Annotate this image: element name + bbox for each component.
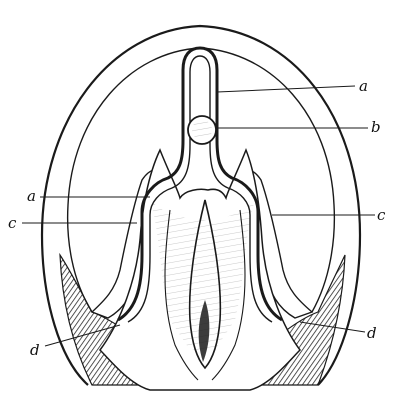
label-b: b xyxy=(371,118,381,136)
label-d-left: d xyxy=(30,341,40,359)
label-c-right: c xyxy=(377,206,386,224)
label-a-top: a xyxy=(359,77,368,95)
frog-point-texture xyxy=(192,120,212,140)
label-c-left: c xyxy=(8,214,17,232)
label-d-right: d xyxy=(367,324,377,342)
label-a-left: a xyxy=(27,187,36,205)
